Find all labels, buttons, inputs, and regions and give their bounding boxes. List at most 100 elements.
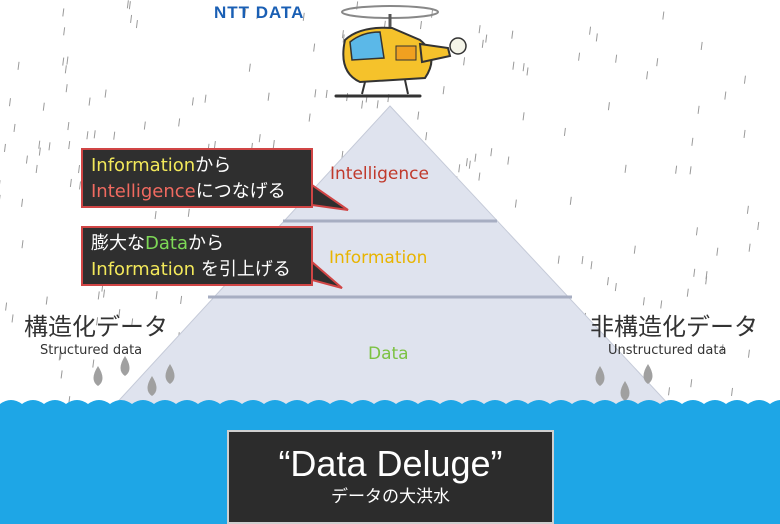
rain-streak <box>79 181 82 190</box>
callout-line: Information を引上げる <box>91 257 303 283</box>
water-drop <box>147 376 157 396</box>
rain-streak <box>485 34 488 43</box>
rain-streak <box>113 131 116 140</box>
callout-text: 膨大な <box>91 233 145 254</box>
water-drop <box>120 356 130 376</box>
rain-streak <box>17 61 20 70</box>
rain-streak <box>425 132 428 141</box>
rain-streak <box>21 198 24 207</box>
rain-streak <box>695 227 698 236</box>
callout-information-to-intelligence: Informationから Intelligenceにつなげる <box>81 148 313 208</box>
rain-streak <box>721 344 724 353</box>
rain-streak <box>578 52 581 61</box>
rain-streak <box>64 65 67 74</box>
rain-streak <box>341 30 344 39</box>
rain-streak <box>187 208 190 217</box>
rain-streak <box>633 245 636 254</box>
rain-streak <box>563 127 566 137</box>
rain-streak <box>308 113 311 122</box>
unstructured-data-subtitle: Unstructured data <box>608 343 727 358</box>
rain-streak <box>481 39 484 48</box>
rain-streak <box>646 71 649 80</box>
rain-streak <box>60 370 63 379</box>
rain-streak <box>325 89 328 99</box>
rain-streak <box>743 129 746 139</box>
rain-streak <box>731 387 734 397</box>
rain-streak <box>557 255 560 264</box>
rain-streak <box>67 122 70 131</box>
structured-data-title: 構造化データ <box>24 313 168 341</box>
data-deluge-box: “Data Deluge” データの大洪水 <box>227 430 554 524</box>
callout-highlight: Information <box>91 259 196 280</box>
water-drop <box>643 364 653 384</box>
rain-streak <box>590 261 593 270</box>
rain-streak <box>569 196 572 205</box>
callout-line: Informationから <box>91 153 303 179</box>
rain-streak <box>478 25 481 34</box>
rain-streak <box>180 295 183 305</box>
rain-streak <box>5 302 8 311</box>
rain-streak <box>417 111 420 120</box>
rain-streak <box>154 211 157 220</box>
rain-streak <box>757 221 760 231</box>
rain-streak <box>465 158 468 167</box>
rain-streak <box>96 317 99 326</box>
rain-streak <box>62 8 65 17</box>
rain-streak <box>748 243 751 252</box>
callout-text: から <box>195 155 232 176</box>
rain-streak <box>690 379 693 388</box>
rain-streak <box>526 67 529 76</box>
rain-streak <box>431 9 434 18</box>
rain-streak <box>314 89 317 98</box>
rain-streak <box>642 297 645 306</box>
rain-streak <box>244 8 247 17</box>
unstructured-data-title: 非構造化データ <box>590 313 758 341</box>
rain-streak <box>507 156 510 165</box>
rain-streak <box>522 63 525 72</box>
rain-streak <box>656 58 659 67</box>
rain-streak <box>595 33 598 42</box>
rain-streak <box>747 349 750 358</box>
rain-streak <box>272 139 275 149</box>
rain-streak <box>62 57 65 66</box>
rain-streak <box>478 172 481 181</box>
rain-streak <box>522 112 525 121</box>
callout-text: を引上げる <box>195 259 291 280</box>
rain-streak <box>143 121 146 130</box>
rain-streak <box>463 57 466 66</box>
rain-streak <box>131 318 134 327</box>
rain-streak <box>3 143 6 152</box>
rain-streak <box>256 10 259 20</box>
rain-streak <box>691 137 694 146</box>
rain-streak <box>248 63 251 72</box>
rain-streak <box>130 14 133 24</box>
ntt-data-logo: NTT DATA <box>214 3 305 22</box>
rain-streak <box>675 165 678 174</box>
rain-streak <box>258 134 261 143</box>
callout-highlight: Intelligence <box>91 181 196 202</box>
water-drop <box>620 381 630 401</box>
callout-data-to-information: 膨大なDataから Information を引上げる <box>81 226 313 286</box>
rain-streak <box>512 61 515 70</box>
rain-streak <box>662 11 665 20</box>
rain-streak <box>581 256 584 265</box>
rain-streak <box>69 178 72 188</box>
rain-streak <box>92 359 95 368</box>
rain-streak <box>361 100 364 109</box>
rain-streak <box>65 84 68 93</box>
rain-streak <box>42 102 45 111</box>
rain-streak <box>705 276 708 285</box>
rain-streak <box>8 98 11 107</box>
rain-streak <box>700 41 703 51</box>
water-drop <box>595 366 605 386</box>
rain-streak <box>697 105 700 114</box>
rain-streak <box>342 34 345 43</box>
rain-streak <box>746 205 749 214</box>
rain-streak <box>668 387 671 396</box>
rain-streak <box>213 141 216 150</box>
rain-streak <box>716 247 719 256</box>
rain-streak <box>135 19 138 29</box>
rain-streak <box>302 12 305 21</box>
rain-streak <box>686 288 689 297</box>
